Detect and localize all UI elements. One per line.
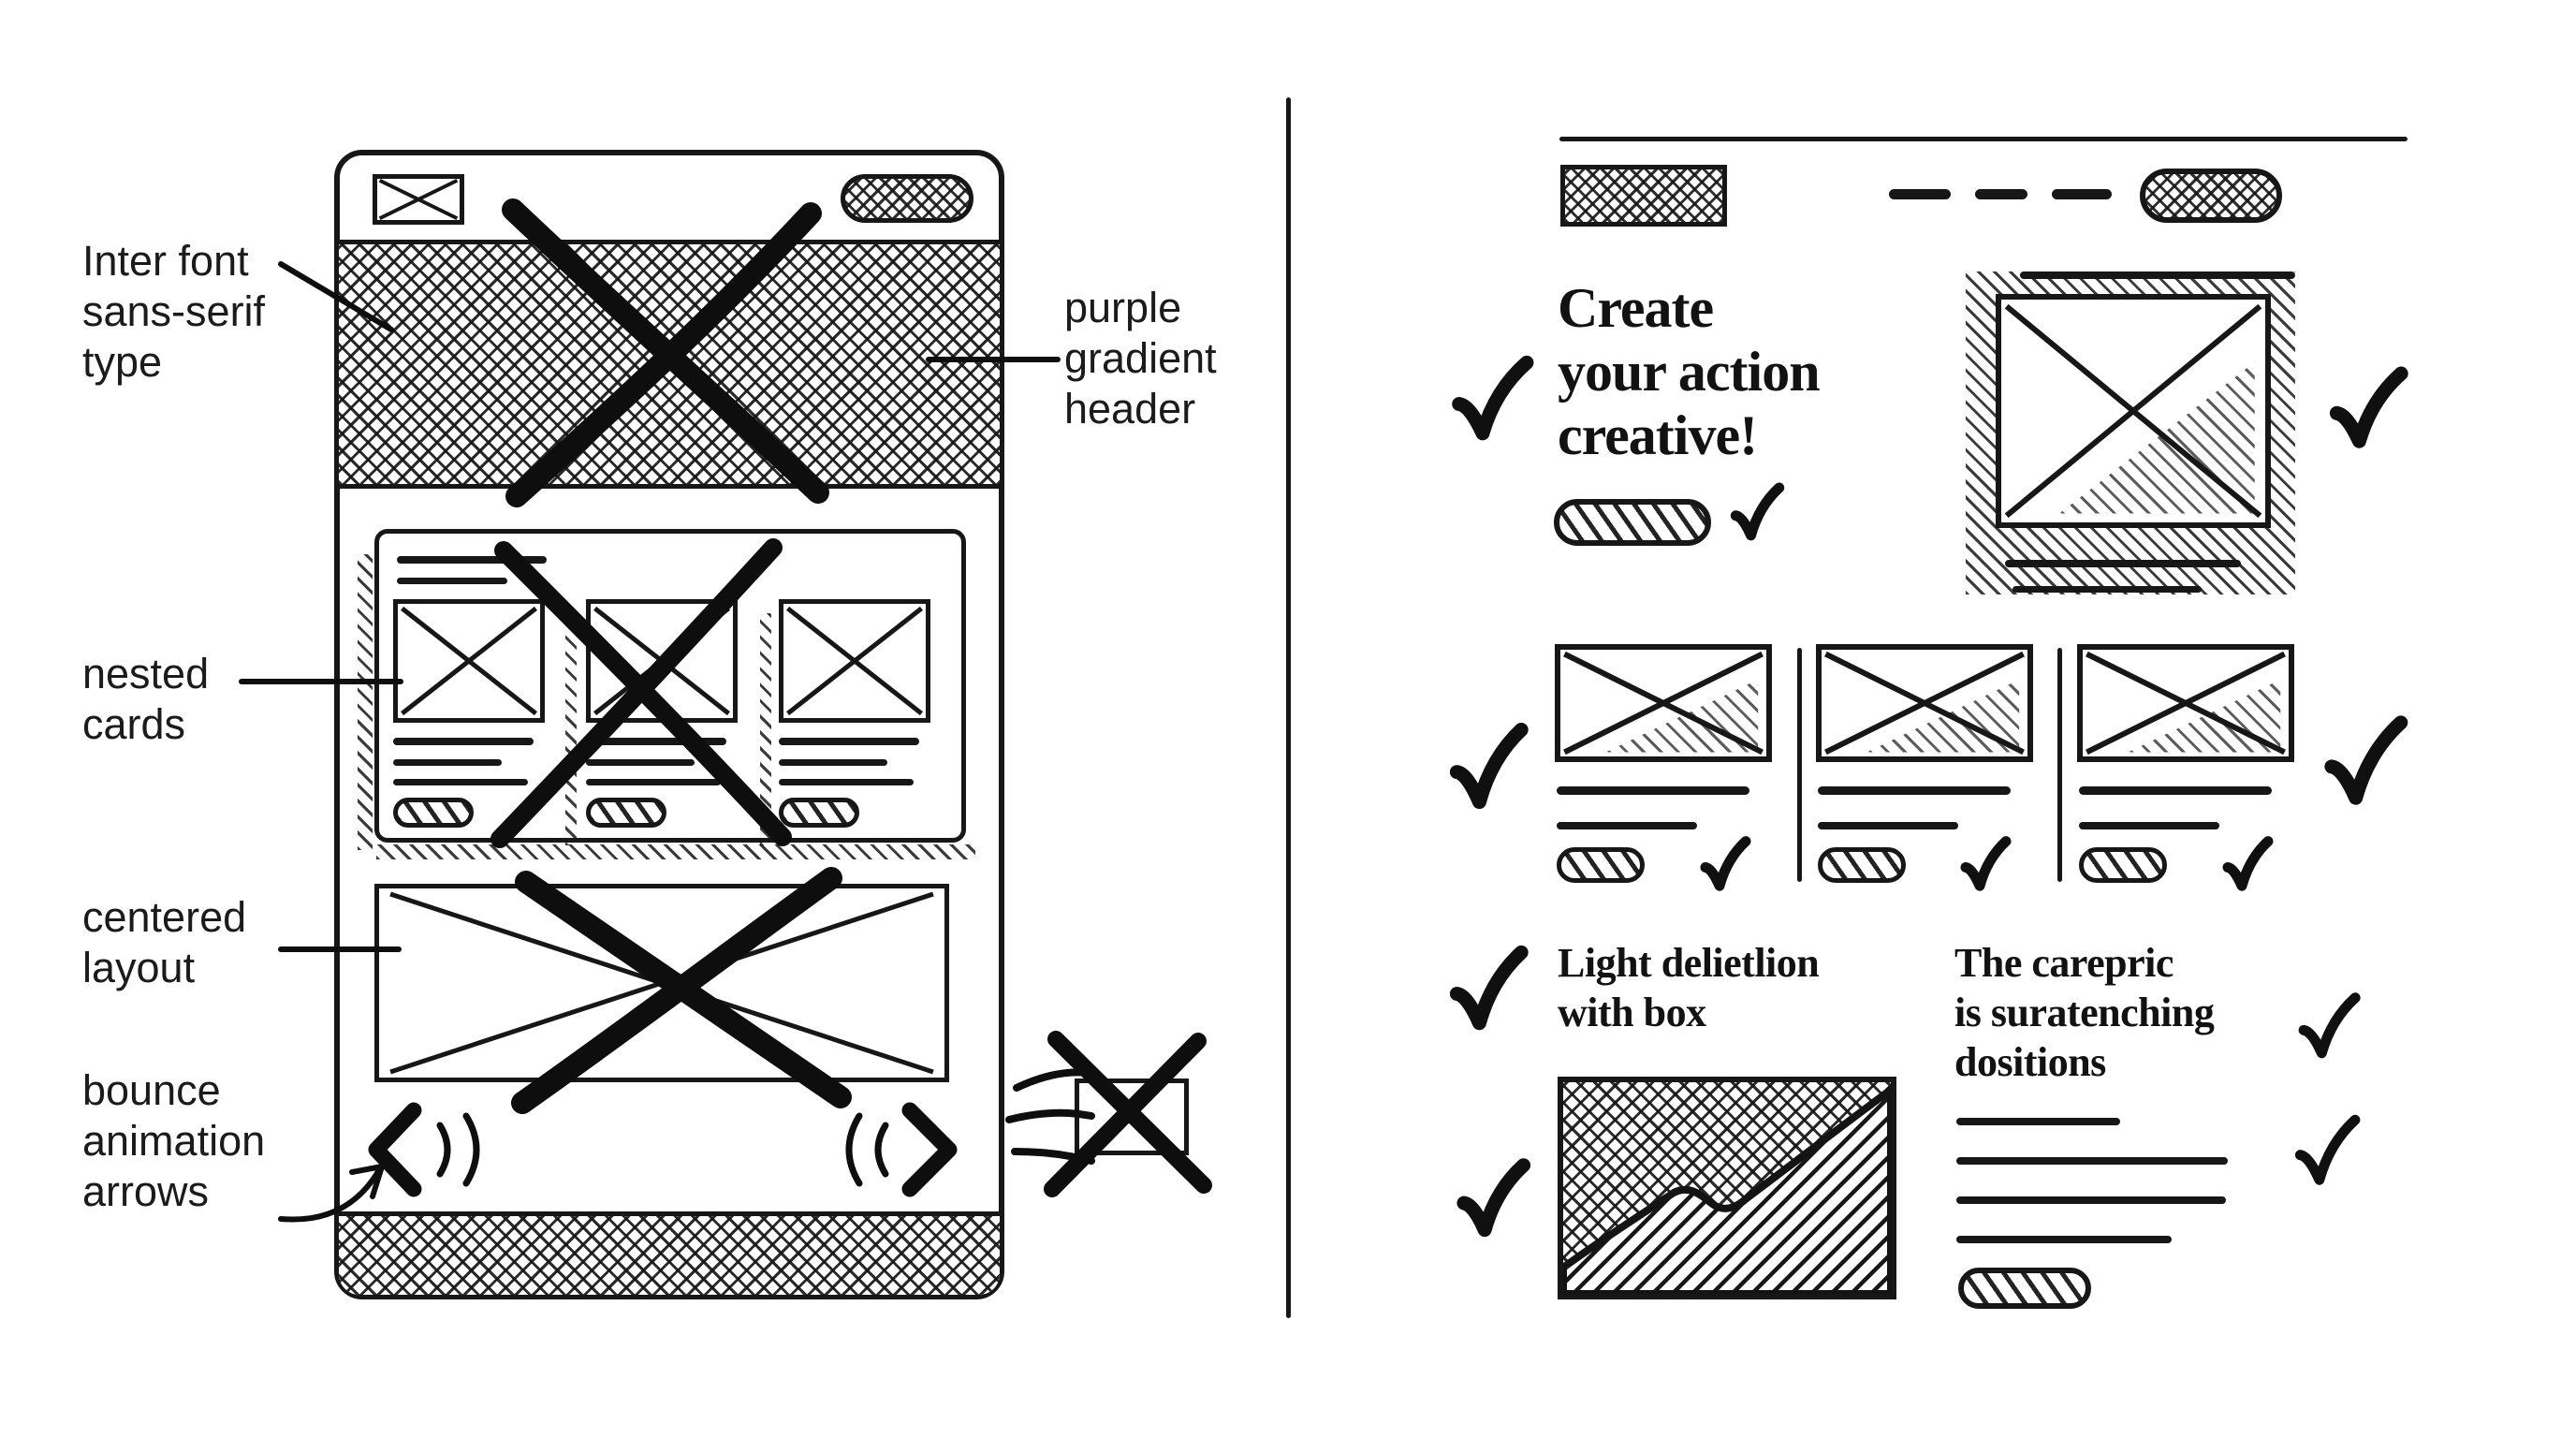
mini-card-text-line (779, 738, 919, 745)
checkmark-icon (1458, 1159, 1528, 1238)
grid-card-button (1557, 847, 1645, 883)
grid-card-button (2079, 847, 2167, 883)
mini-card-text-line (779, 779, 914, 785)
mini-card-button (586, 798, 666, 828)
logo-placeholder-icon (373, 174, 464, 225)
mini-card-text-line (393, 738, 534, 745)
mini-card-button (779, 798, 859, 828)
gradient-header-band (339, 240, 1000, 489)
grid-divider (1797, 648, 1802, 882)
annotation-font: Inter font sans-serif type (82, 237, 266, 386)
paragraph-line (1956, 1236, 2172, 1243)
annotation-header: purple gradient header (1064, 284, 1217, 433)
checkmark-icon (2224, 837, 2271, 891)
checkmark-icon (1451, 946, 1526, 1032)
grid-card-button (1818, 847, 1906, 883)
checkmark-icon (2331, 367, 2406, 449)
card-divider-shadow (760, 613, 771, 845)
grid-card-text-line (1818, 822, 1958, 829)
grid-card-image-placeholder (1816, 644, 2033, 762)
checkmark-icon (1453, 356, 1531, 442)
grid-card-text-line (2079, 822, 2219, 829)
checkmark-icon (2295, 1114, 2359, 1187)
nav-dash (1975, 189, 2027, 199)
annotation-cards: nested cards (82, 650, 210, 748)
grid-card-text-line (1557, 822, 1697, 829)
annotation-arrows: bounce animation arrows (82, 1066, 266, 1215)
mountain-image-placeholder (1558, 1077, 1896, 1299)
centered-layout-placeholder (374, 884, 949, 1082)
paragraph-line (1956, 1118, 2120, 1125)
hero-caption-line (2012, 586, 2202, 593)
nav-cta-pill (2140, 169, 2282, 223)
grid-card-text-line (1557, 786, 1749, 795)
mini-card-text-line (779, 759, 887, 766)
hero-cta-button (1554, 499, 1711, 546)
hero-heading: Create your action creative! (1558, 277, 1821, 466)
menu-pill-button (841, 174, 973, 223)
nav-dash (1889, 189, 1951, 199)
caption-left: Light delietlion with box (1558, 940, 1820, 1035)
paragraph-line (1956, 1196, 2226, 1204)
checkmark-icon (1702, 837, 1749, 891)
mountain-shape (1563, 1086, 1891, 1294)
card-shadow-left (358, 554, 373, 850)
checkmark-icon (1962, 837, 2009, 891)
caption-right: The carepric is suratenching dositions (1954, 940, 2215, 1085)
annotation-layout: centered layout (82, 893, 247, 991)
nav-logo-placeholder (1560, 165, 1727, 227)
grid-card-image-placeholder (1555, 644, 1772, 762)
grid-card-text-line (1818, 786, 2011, 795)
paragraph-cta-button (1958, 1268, 2091, 1309)
mini-card-text-line (586, 779, 721, 785)
outer-card-title-line (397, 556, 547, 564)
mini-card-text-line (586, 759, 695, 766)
paragraph-line (1956, 1157, 2228, 1165)
rejected-element-box (1075, 1078, 1189, 1155)
hero-backdrop-top-edge (2020, 271, 2295, 279)
card-shadow-bottom (376, 844, 975, 859)
checkmark-icon (2325, 715, 2406, 807)
grid-card-text-line (2079, 786, 2272, 795)
hero-caption-line (2005, 560, 2241, 567)
grid-divider (2057, 648, 2062, 882)
checkmark-icon (2299, 992, 2359, 1060)
checkmark-icon (1732, 483, 1782, 541)
mini-card-text-line (586, 738, 726, 745)
outer-card-subtitle-line (397, 578, 507, 584)
mini-card-image-placeholder (393, 599, 545, 723)
mini-card-text-line (393, 759, 502, 766)
mini-card-text-line (393, 779, 528, 785)
nav-dash (2052, 189, 2112, 199)
mini-card-image-placeholder (779, 599, 930, 723)
top-rule-line (1559, 137, 2408, 141)
checkmark-icon (1451, 723, 1526, 811)
grid-card-image-placeholder (2077, 644, 2294, 762)
hero-image-placeholder (1996, 294, 2271, 528)
mini-card-image-placeholder (586, 599, 738, 723)
mini-card-button (393, 798, 474, 828)
panel-divider (1286, 97, 1291, 1318)
footer-band (339, 1211, 1000, 1295)
card-divider-shadow (565, 613, 577, 845)
